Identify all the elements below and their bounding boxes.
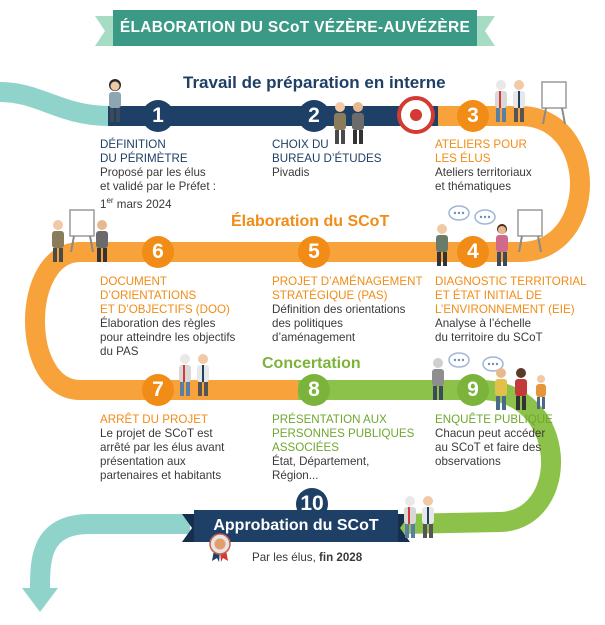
step-4-number: 4 [457,236,489,268]
step-6-number: 6 [142,236,174,268]
step-7-title: ARRÊT DU PROJET [100,413,209,426]
step-8-description: État, Département, Région... [272,455,370,482]
elected-officials-icon [404,496,434,538]
step-9-description: Chacun peut accéder au SCoT et faire des… [435,427,546,468]
end-arrow-icon [22,588,58,612]
speech-bubble-icon [448,352,504,372]
road-end-segment [30,514,190,591]
step-6-title: DOCUMENT D’ORIENTATIONS ET D’OBJECTIFS (… [100,275,230,316]
step-8-text: PRÉSENTATION AUX PERSONNES PUBLIQUES ASS… [272,413,432,483]
step-1-desc-sup: er [106,196,114,205]
step-5-title: PROJET D’AMÉNAGEMENT STRATÉGIQUE (PAS) [272,275,423,302]
road-elaboration-segment [25,106,590,400]
step-3-description: Ateliers territoriaux et thématiques [435,166,532,193]
step-6-text: DOCUMENT D’ORIENTATIONS ET D’OBJECTIFS (… [100,275,260,359]
phase-label-internal: Travail de préparation en interne [183,73,446,92]
person-icon [432,358,444,400]
step-1-desc-date: mars 2024 [113,197,172,211]
step-7-number: 7 [142,374,174,406]
step-1-desc-main: Proposé par les élus et validé par le Pr… [100,166,216,193]
step-4-description: Analyse à l’échelle du territoire du SCo… [435,317,543,344]
step-3-title: ATELIERS POUR LES ÉLUS [435,138,527,165]
step-2-title: CHOIX DU BUREAU D’ÉTUDES [272,138,382,165]
step-6-description: Élaboration des règles pour atteindre le… [100,317,236,358]
step-1-text: DÉFINITION DU PÉRIMÈTRE Proposé par les … [100,138,250,212]
person-icon [109,79,121,122]
elected-officials-icon [495,80,525,122]
step-9-number: 9 [457,374,489,406]
title-banner: ÉLABORATION DU SCoT VÉZÈRE-AUVÉZÈRE [95,10,495,52]
target-icon [397,96,435,134]
step-5-description: Définition des orientations des politiqu… [272,303,406,344]
approval-sub-prefix: Par les élus, [252,551,320,564]
phase-label-elaboration: Élaboration du SCoT [231,213,390,230]
step-2-description: Pivadis [272,166,310,179]
consultants-icon [52,220,108,262]
step-1-description: Proposé par les élus et validé par le Pr… [100,166,250,212]
title-ribbon-shape [95,10,495,46]
person-icon [496,224,508,266]
citizens-icon [495,368,546,410]
step-4-title: DIAGNOSTIC TERRITORIAL ET ÉTAT INITIAL D… [435,275,587,316]
approval-subtitle: Par les élus, fin 2028 [252,551,362,564]
step-2-text: CHOIX DU BUREAU D’ÉTUDES Pivadis [272,138,422,180]
seal-icon [209,533,231,562]
step-5-number: 5 [298,236,330,268]
step-9-title: ENQUÊTE PUBLIQUE [435,413,553,426]
step-9-text: ENQUÊTE PUBLIQUE Chacun peut accéder au … [435,413,595,469]
step-7-text: ARRÊT DU PROJET Le projet de SCoT est ar… [100,413,260,483]
person-icon [436,224,448,266]
step-1-title: DÉFINITION DU PÉRIMÈTRE [100,138,188,165]
step-8-title: PRÉSENTATION AUX PERSONNES PUBLIQUES ASS… [272,413,415,454]
page-title: ÉLABORATION DU SCoT VÉZÈRE-AUVÉZÈRE [119,19,471,36]
step-2-number: 2 [298,100,330,132]
step-3-text: ATELIERS POUR LES ÉLUS Ateliers territor… [435,138,585,194]
step-1-desc-day: 1 [100,197,107,211]
step-3-number: 3 [457,100,489,132]
approval-label: Approbation du SCoT [213,517,379,534]
phase-label-concertation: Concertation [262,355,361,372]
elected-officials-icon [179,354,209,396]
easel-icon [69,209,95,252]
approval-banner: Approbation du SCoT [182,510,410,546]
step-1-number: 1 [142,100,174,132]
step-5-text: PROJET D’AMÉNAGEMENT STRATÉGIQUE (PAS) D… [272,275,432,345]
easel-icon [541,81,567,124]
easel-icon [517,209,543,252]
step-7-description: Le projet de SCoT est arrêté par les élu… [100,427,225,482]
approval-sub-date: fin 2028 [319,551,363,564]
speech-bubble-icon [448,205,496,225]
consultants-icon [334,102,364,144]
road-start-segment [0,82,111,126]
step-4-text: DIAGNOSTIC TERRITORIAL ET ÉTAT INITIAL D… [435,275,600,345]
approval-ribbon-shape [182,510,410,542]
step-8-number: 8 [298,374,330,406]
